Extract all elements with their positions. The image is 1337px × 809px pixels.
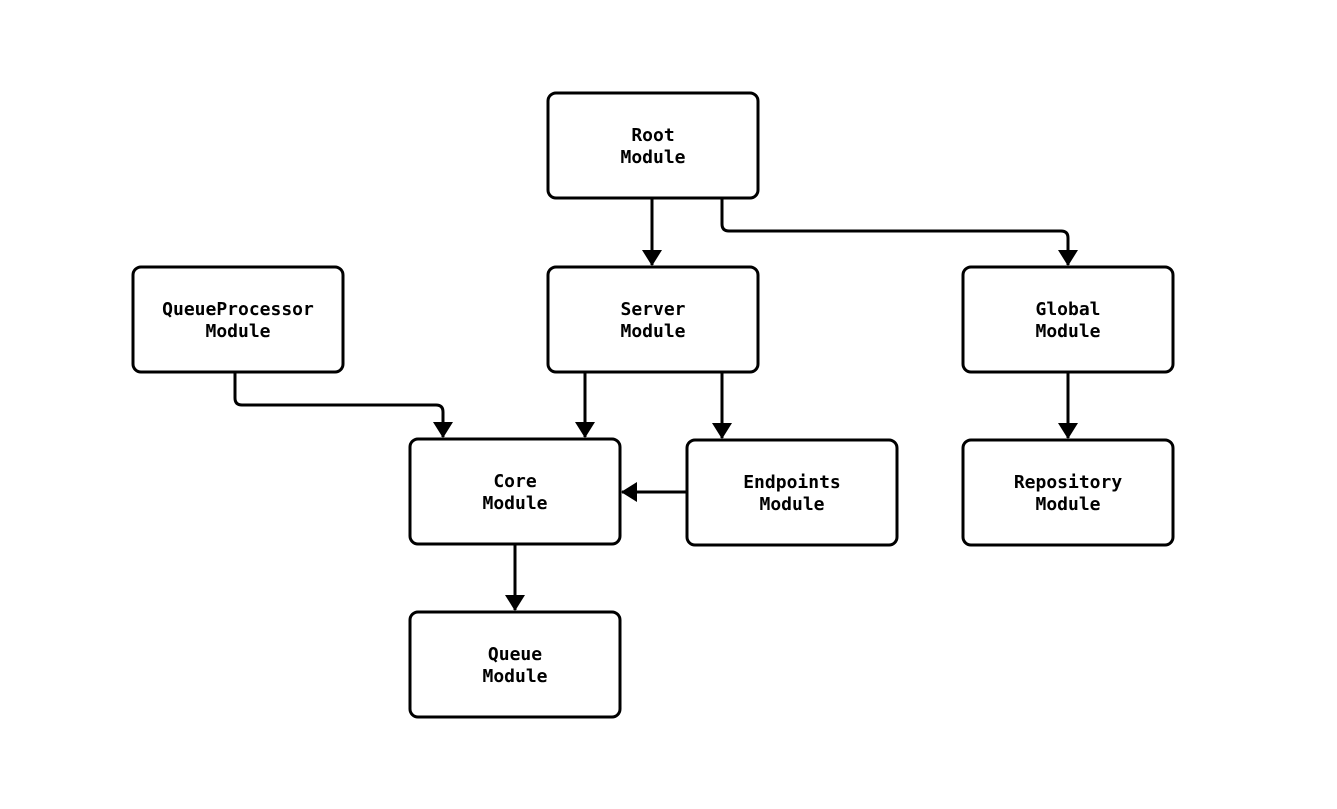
edges-layer xyxy=(233,198,1078,611)
node-box xyxy=(408,610,622,719)
node-box xyxy=(961,265,1175,374)
node-box xyxy=(685,438,899,547)
node-box xyxy=(408,437,622,546)
node-box xyxy=(546,265,760,374)
node-box xyxy=(131,265,345,374)
edge-root-to-global xyxy=(720,198,1078,266)
node-box xyxy=(961,438,1175,547)
node-box xyxy=(546,91,760,200)
edge-queue-processor-to-core xyxy=(233,372,453,438)
